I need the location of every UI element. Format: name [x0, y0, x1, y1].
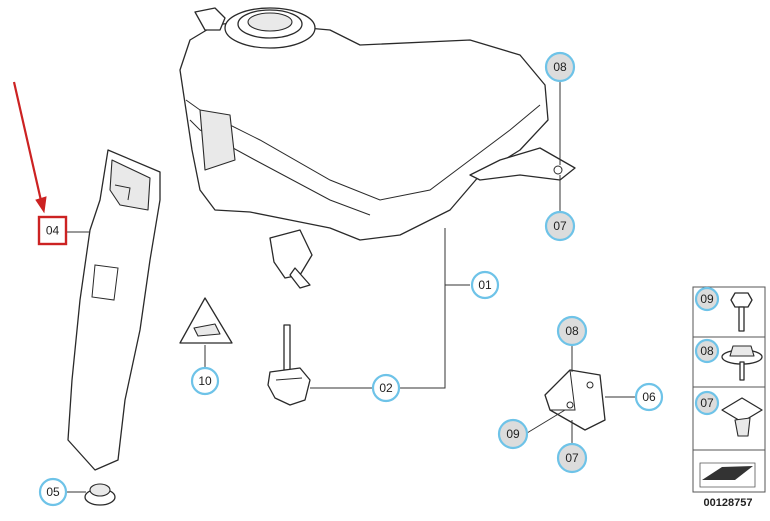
callout-07-bottom[interactable]: 07 [556, 442, 588, 474]
callout-04-label: 04 [46, 224, 60, 238]
side-panel [67, 149, 161, 471]
bolt-shaft [738, 306, 745, 332]
callout-08-mid-label: 08 [565, 324, 579, 338]
red-arrow [12, 81, 47, 214]
callout-02-label: 02 [379, 381, 393, 395]
callout-06[interactable]: 06 [634, 382, 664, 412]
callout-05-label: 05 [46, 485, 60, 499]
callout-06-label: 06 [642, 390, 656, 404]
legend-item-08[interactable]: 08 [694, 338, 763, 381]
bolt-icon [730, 292, 753, 308]
callout-05[interactable]: 05 [38, 477, 68, 507]
reference-arrow-icon [702, 466, 753, 480]
callout-02[interactable]: 02 [371, 373, 401, 403]
callout-07-bottom-label: 07 [565, 451, 579, 465]
diagram-number: 00128757 [704, 497, 753, 509]
callout-07-top[interactable]: 07 [544, 210, 576, 242]
legend-item-07[interactable]: 07 [694, 390, 763, 437]
callout-10-label: 10 [198, 374, 212, 388]
clip-nut-icon [721, 397, 763, 423]
legend-item-08-label: 08 [700, 344, 714, 358]
legend-item-07-label: 07 [700, 396, 714, 410]
grommet [84, 483, 116, 506]
callout-07-top-label: 07 [553, 219, 567, 233]
hardware-legend: 09 08 07 [692, 286, 766, 493]
legend-item-09[interactable]: 09 [694, 286, 753, 332]
callout-04-highlight-box [37, 215, 68, 246]
callout-08-top-label: 08 [553, 60, 567, 74]
callout-01-label: 01 [478, 278, 492, 292]
level-sensor [267, 324, 311, 406]
callout-10[interactable]: 10 [190, 366, 220, 396]
bracket [544, 369, 606, 431]
legend-item-09-label: 09 [700, 292, 714, 306]
callout-09-mid[interactable]: 09 [497, 418, 529, 450]
callout-08-top[interactable]: 08 [544, 51, 576, 83]
expansion-tank [179, 7, 576, 289]
callout-01[interactable]: 01 [470, 270, 500, 300]
callout-08-mid[interactable]: 08 [556, 315, 588, 347]
callout-09-mid-label: 09 [506, 427, 520, 441]
warning-label [179, 297, 233, 344]
leader-lines [66, 80, 635, 493]
